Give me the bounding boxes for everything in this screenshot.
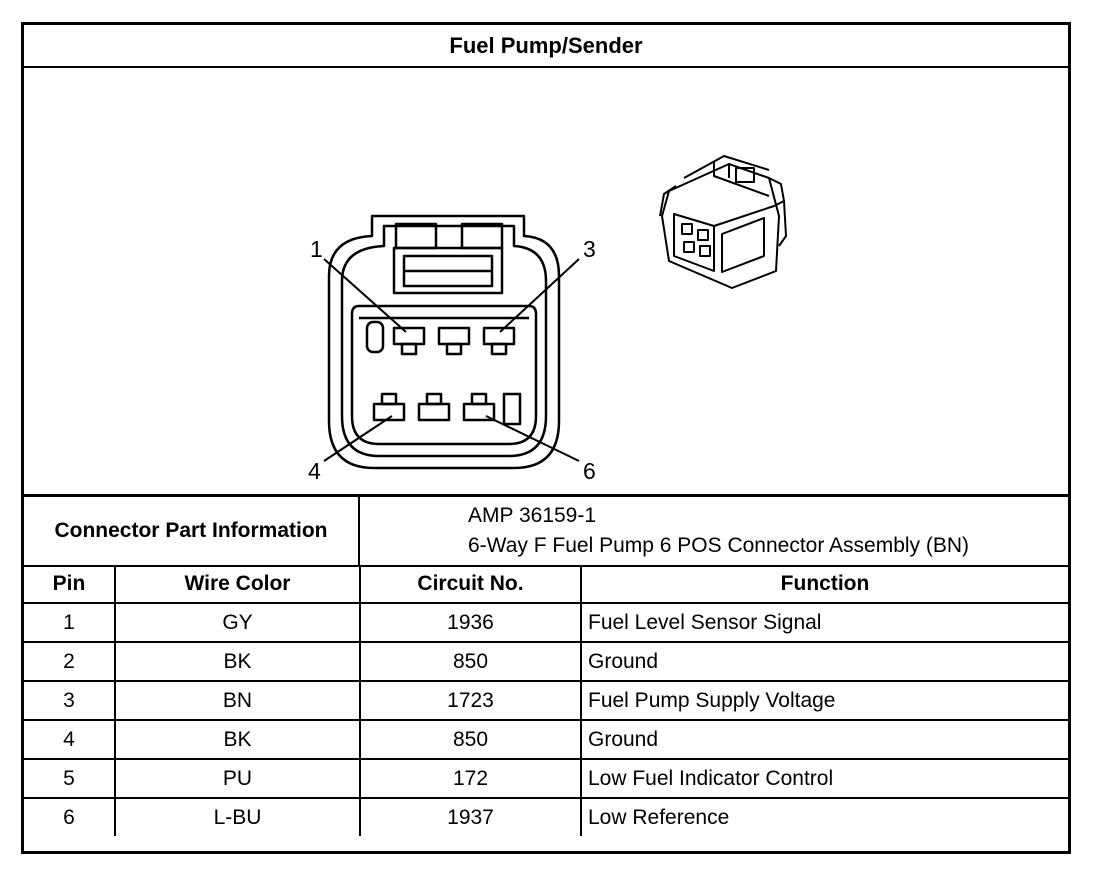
terminal-pin-2 bbox=[437, 326, 471, 356]
pin-cell: 5 bbox=[24, 758, 116, 799]
pin-callout-1: 1 bbox=[310, 236, 323, 262]
connector-face-drawing: 1 3 4 6 bbox=[308, 155, 787, 484]
terminal-pin-3 bbox=[482, 326, 516, 356]
part-number: AMP 36159-1 bbox=[468, 504, 597, 527]
connector-housing-outer bbox=[327, 214, 561, 470]
pin-table: Pin Wire Color Circuit No. Function 1 GY… bbox=[24, 565, 1068, 836]
table-row: 4 BK 850 Ground bbox=[24, 719, 1068, 760]
wire-color-cell: BK bbox=[114, 719, 361, 760]
pin-cell: 2 bbox=[24, 641, 116, 682]
terminal-pin-1 bbox=[392, 326, 426, 356]
leader-line-3 bbox=[499, 258, 580, 333]
connector-housing-inner bbox=[340, 224, 548, 458]
pin-cell: 4 bbox=[24, 719, 116, 760]
function-cell: Ground bbox=[580, 641, 1068, 682]
pin-cell: 3 bbox=[24, 680, 116, 721]
circuit-cell: 1723 bbox=[359, 680, 582, 721]
header-function: Function bbox=[580, 565, 1068, 604]
circuit-cell: 172 bbox=[359, 758, 582, 799]
header-wire-color: Wire Color bbox=[114, 565, 361, 604]
function-cell: Fuel Level Sensor Signal bbox=[580, 602, 1068, 643]
leader-line-4 bbox=[323, 415, 393, 462]
circuit-cell: 1937 bbox=[359, 797, 582, 836]
function-cell: Ground bbox=[580, 719, 1068, 760]
function-cell: Fuel Pump Supply Voltage bbox=[580, 680, 1068, 721]
pin-cell: 1 bbox=[24, 602, 116, 643]
wire-color-cell: L-BU bbox=[114, 797, 361, 836]
table-row: 6 L-BU 1937 Low Reference bbox=[24, 797, 1068, 836]
pin-callout-3: 3 bbox=[583, 236, 596, 262]
header-pin: Pin bbox=[24, 565, 116, 604]
function-cell: Low Reference bbox=[580, 797, 1068, 836]
leader-line-6 bbox=[485, 415, 580, 462]
table-row: 1 GY 1936 Fuel Level Sensor Signal bbox=[24, 602, 1068, 643]
terminal-pin-4 bbox=[372, 392, 406, 422]
circuit-cell: 850 bbox=[359, 719, 582, 760]
wire-color-cell: GY bbox=[114, 602, 361, 643]
function-cell: Low Fuel Indicator Control bbox=[580, 758, 1068, 799]
header-circuit-no: Circuit No. bbox=[359, 565, 582, 604]
pin-callout-4: 4 bbox=[308, 458, 321, 484]
wire-color-cell: BN bbox=[114, 680, 361, 721]
part-description: 6-Way F Fuel Pump 6 POS Connector Assemb… bbox=[468, 534, 970, 557]
table-row: 3 BN 1723 Fuel Pump Supply Voltage bbox=[24, 680, 1068, 721]
wire-color-cell: BK bbox=[114, 641, 361, 682]
pin-cell: 6 bbox=[24, 797, 116, 836]
leader-line-1 bbox=[323, 258, 407, 333]
pin-table-header-row: Pin Wire Color Circuit No. Function bbox=[24, 565, 1068, 604]
connector-isometric-view bbox=[659, 155, 787, 289]
connector-cavity bbox=[350, 304, 538, 446]
connector-part-info-label: Connector Part Information bbox=[24, 497, 360, 565]
terminal-pin-6 bbox=[462, 392, 496, 422]
table-row: 5 PU 172 Low Fuel Indicator Control bbox=[24, 758, 1068, 799]
connector-diagram: 1 3 4 6 bbox=[24, 66, 1068, 497]
connector-latch-outer bbox=[392, 246, 504, 295]
connector-document: Fuel Pump/Sender bbox=[21, 22, 1071, 854]
connector-part-info-values: AMP 36159-1 6-Way F Fuel Pump 6 POS Conn… bbox=[360, 497, 1068, 565]
pin-callout-6: 6 bbox=[583, 458, 596, 484]
circuit-cell: 1936 bbox=[359, 602, 582, 643]
connector-part-info-row: Connector Part Information AMP 36159-1 6… bbox=[24, 497, 1068, 567]
circuit-cell: 850 bbox=[359, 641, 582, 682]
table-row: 2 BK 850 Ground bbox=[24, 641, 1068, 682]
document-title: Fuel Pump/Sender bbox=[24, 25, 1068, 68]
terminal-pin-5 bbox=[417, 392, 451, 422]
wire-color-cell: PU bbox=[114, 758, 361, 799]
